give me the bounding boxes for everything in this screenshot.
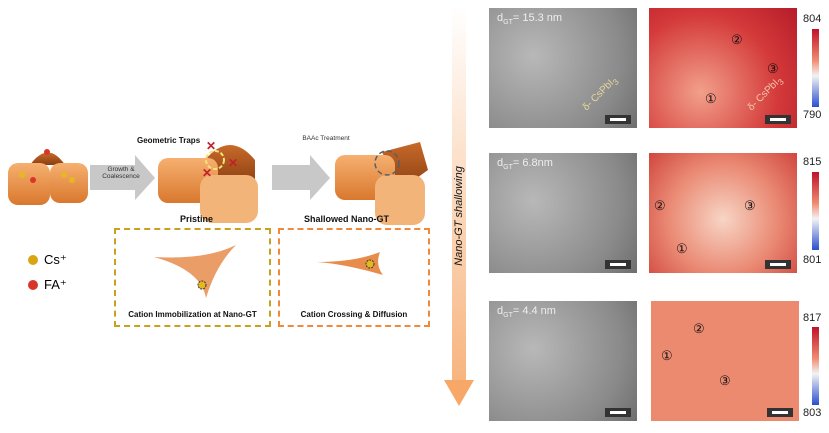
shallowing-arrow — [452, 6, 466, 384]
shallowed-label: Shallowed Nano-GT — [304, 214, 390, 224]
svg-text:✕: ✕ — [228, 156, 238, 170]
colorbar — [812, 172, 819, 250]
legend-fa: FA⁺ — [28, 277, 67, 293]
legend-cs: Cs⁺ — [28, 252, 67, 268]
treatment-label: BAAc Treatment — [302, 135, 350, 142]
diffusion-box: Cation Crossing & Diffusion — [278, 228, 430, 327]
pl-map-2: ② ③ ① — [649, 153, 797, 273]
sem-image-2: dGT= 6.8nm — [489, 153, 637, 273]
colorbar-max: 804 — [803, 13, 822, 25]
sem-image-1: dGT= 15.3 nm δ- CsPbI3 — [489, 8, 637, 128]
shallow-trap-shape — [317, 252, 383, 275]
scale-bar — [605, 115, 631, 124]
pl-map-1: ② ③ ① δ- CsPbI3 — [649, 8, 797, 128]
immobilization-box: Cation Immobilization at Nano-GT — [114, 228, 271, 327]
colorbar-min: 790 — [803, 109, 822, 121]
grain-schematic: ✕ ✕ ✕ — [8, 139, 428, 225]
diffusion-caption: Cation Crossing & Diffusion — [300, 310, 408, 319]
svg-text:✕: ✕ — [206, 139, 216, 153]
pristine-grains: ✕ ✕ ✕ — [158, 139, 258, 223]
geometric-traps-label: Geometric Traps — [137, 136, 201, 145]
shallowing-label: Nano-GT shallowing — [453, 166, 465, 266]
colorbar — [812, 327, 819, 405]
pl-map-3: ② ① ③ — [651, 301, 799, 421]
cs-icon — [28, 255, 38, 265]
trap-shape — [154, 245, 236, 298]
initial-grains — [8, 149, 88, 205]
sem-image-3: dGT= 4.4 nm — [489, 301, 637, 421]
fa-icon — [28, 280, 38, 290]
svg-text:✕: ✕ — [202, 166, 212, 180]
immobilization-caption: Cation Immobilization at Nano-GT — [128, 310, 257, 319]
shallowed-grains — [335, 142, 428, 225]
colorbar — [812, 29, 819, 107]
growth-label: Growth & Coalescence — [102, 166, 140, 180]
arrow-head — [444, 380, 474, 406]
pristine-label: Pristine — [180, 214, 214, 224]
